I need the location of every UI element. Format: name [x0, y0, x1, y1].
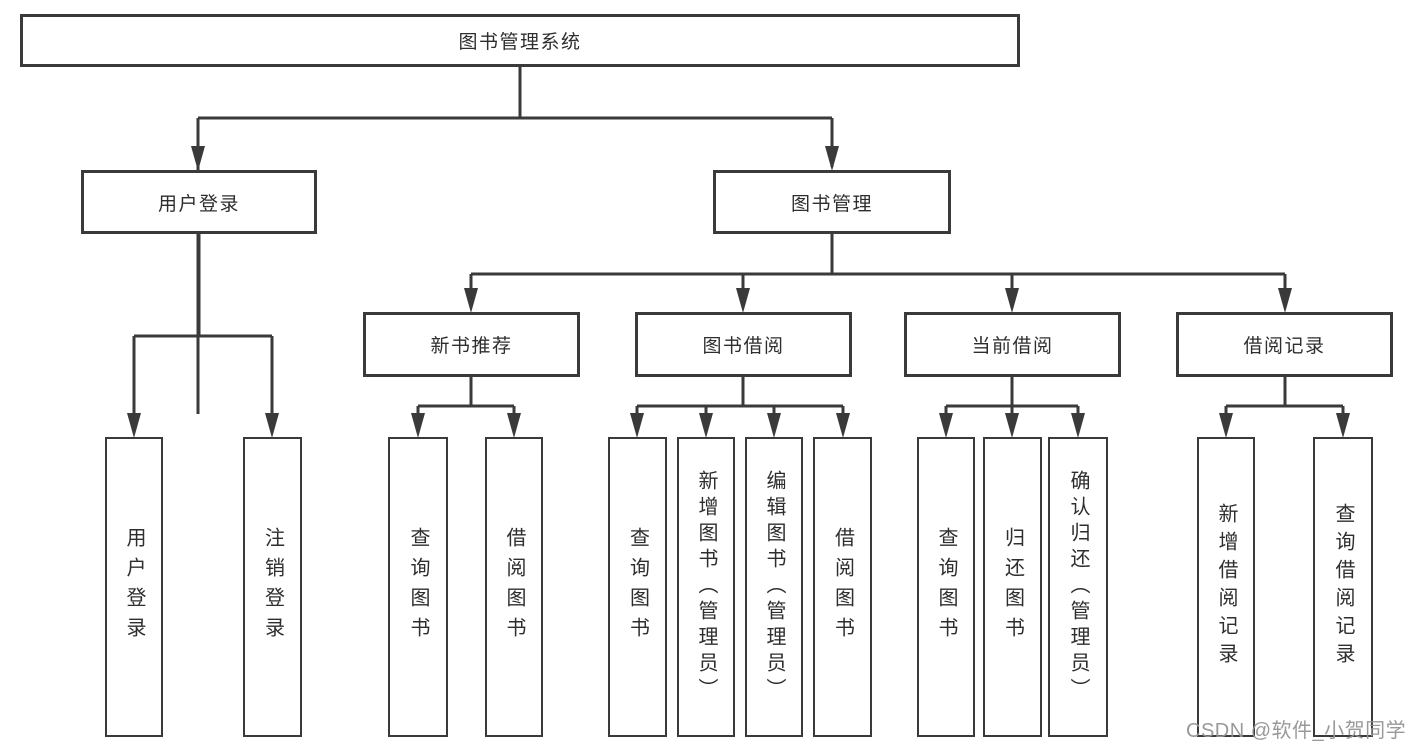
node-leaf-user-login: 用户登录 [105, 437, 163, 737]
node-leaf-logout: 注销登录 [243, 437, 302, 737]
arrow-down-icon [191, 146, 205, 171]
arrow-down-icon [265, 413, 279, 438]
node-leaf-return-books: 归还图书 [983, 437, 1042, 737]
node-leaf-add-borrow-record: 新增借阅记录 [1197, 437, 1255, 737]
node-book-borrow: 图书借阅 [635, 312, 852, 377]
connector-root-to-level2 [191, 67, 839, 414]
connector-currentborrow-to-leaves [939, 377, 1085, 438]
arrow-down-icon [1005, 288, 1019, 313]
node-leaf-edit-books-admin: 编辑图书（管理员） [745, 437, 803, 737]
node-leaf-add-books-admin: 新增图书（管理员） [677, 437, 735, 737]
node-leaf-query-books-current: 查询图书 [917, 437, 975, 737]
node-new-book-recommend: 新书推荐 [363, 312, 580, 377]
arrow-down-icon [767, 413, 781, 438]
node-leaf-query-borrow-record: 查询借阅记录 [1313, 437, 1373, 737]
arrow-down-icon [939, 413, 953, 438]
connector-borrowrecords-to-leaves [1219, 377, 1350, 438]
arrow-down-icon [630, 413, 644, 438]
arrow-down-icon [825, 146, 839, 171]
node-user-login: 用户登录 [81, 170, 317, 234]
connector-userlogin-to-leaves [127, 234, 279, 438]
node-leaf-borrow-books-recommend: 借阅图书 [485, 437, 543, 737]
node-book-management: 图书管理 [713, 170, 951, 234]
arrow-down-icon [699, 413, 713, 438]
node-current-borrow: 当前借阅 [904, 312, 1121, 377]
arrow-down-icon [507, 413, 521, 438]
arrow-down-icon [1278, 288, 1292, 313]
arrow-down-icon [411, 413, 425, 438]
connector-newbook-to-leaves [411, 377, 521, 438]
node-leaf-borrow-books: 借阅图书 [813, 437, 872, 737]
arrow-down-icon [836, 413, 850, 438]
arrow-down-icon [1219, 413, 1233, 438]
arrow-down-icon [127, 413, 141, 438]
csdn-watermark: CSDN @软件_小贺同学 [1186, 720, 1405, 742]
arrow-down-icon [736, 288, 750, 313]
node-root: 图书管理系统 [20, 14, 1020, 67]
arrow-down-icon [464, 288, 478, 313]
arrow-down-icon [1071, 413, 1085, 438]
arrow-down-icon [1336, 413, 1350, 438]
connector-bookmgmt-to-level3 [464, 234, 1292, 313]
node-borrow-records: 借阅记录 [1176, 312, 1393, 377]
node-leaf-query-books-borrow: 查询图书 [608, 437, 667, 737]
node-leaf-confirm-return-admin: 确认归还（管理员） [1048, 437, 1108, 737]
connector-bookborrow-to-leaves [630, 377, 850, 438]
node-leaf-query-books-recommend: 查询图书 [388, 437, 448, 737]
arrow-down-icon [1005, 413, 1019, 438]
